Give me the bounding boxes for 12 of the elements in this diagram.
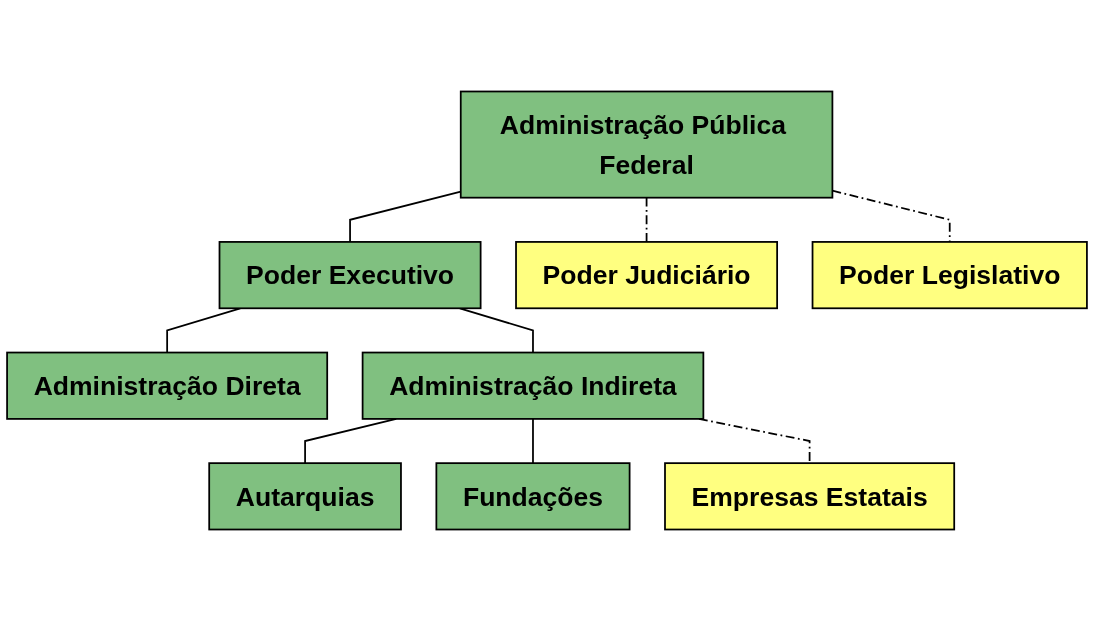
node-box: Poder Judiciário — [515, 241, 778, 310]
connector — [349, 190, 462, 243]
node-box: Fundações — [435, 462, 631, 531]
connector — [645, 196, 648, 243]
node-box: Administração Indireta — [361, 351, 705, 420]
node-box: Administração Pública Federal — [459, 90, 834, 199]
node-box: Autarquias — [208, 462, 402, 531]
node-box: Administração Direta — [6, 351, 329, 420]
node-box: Poder Legislativo — [811, 241, 1088, 310]
connector — [532, 418, 534, 465]
node-box: Empresas Estatais — [664, 462, 956, 531]
node-box: Poder Executivo — [218, 241, 482, 310]
